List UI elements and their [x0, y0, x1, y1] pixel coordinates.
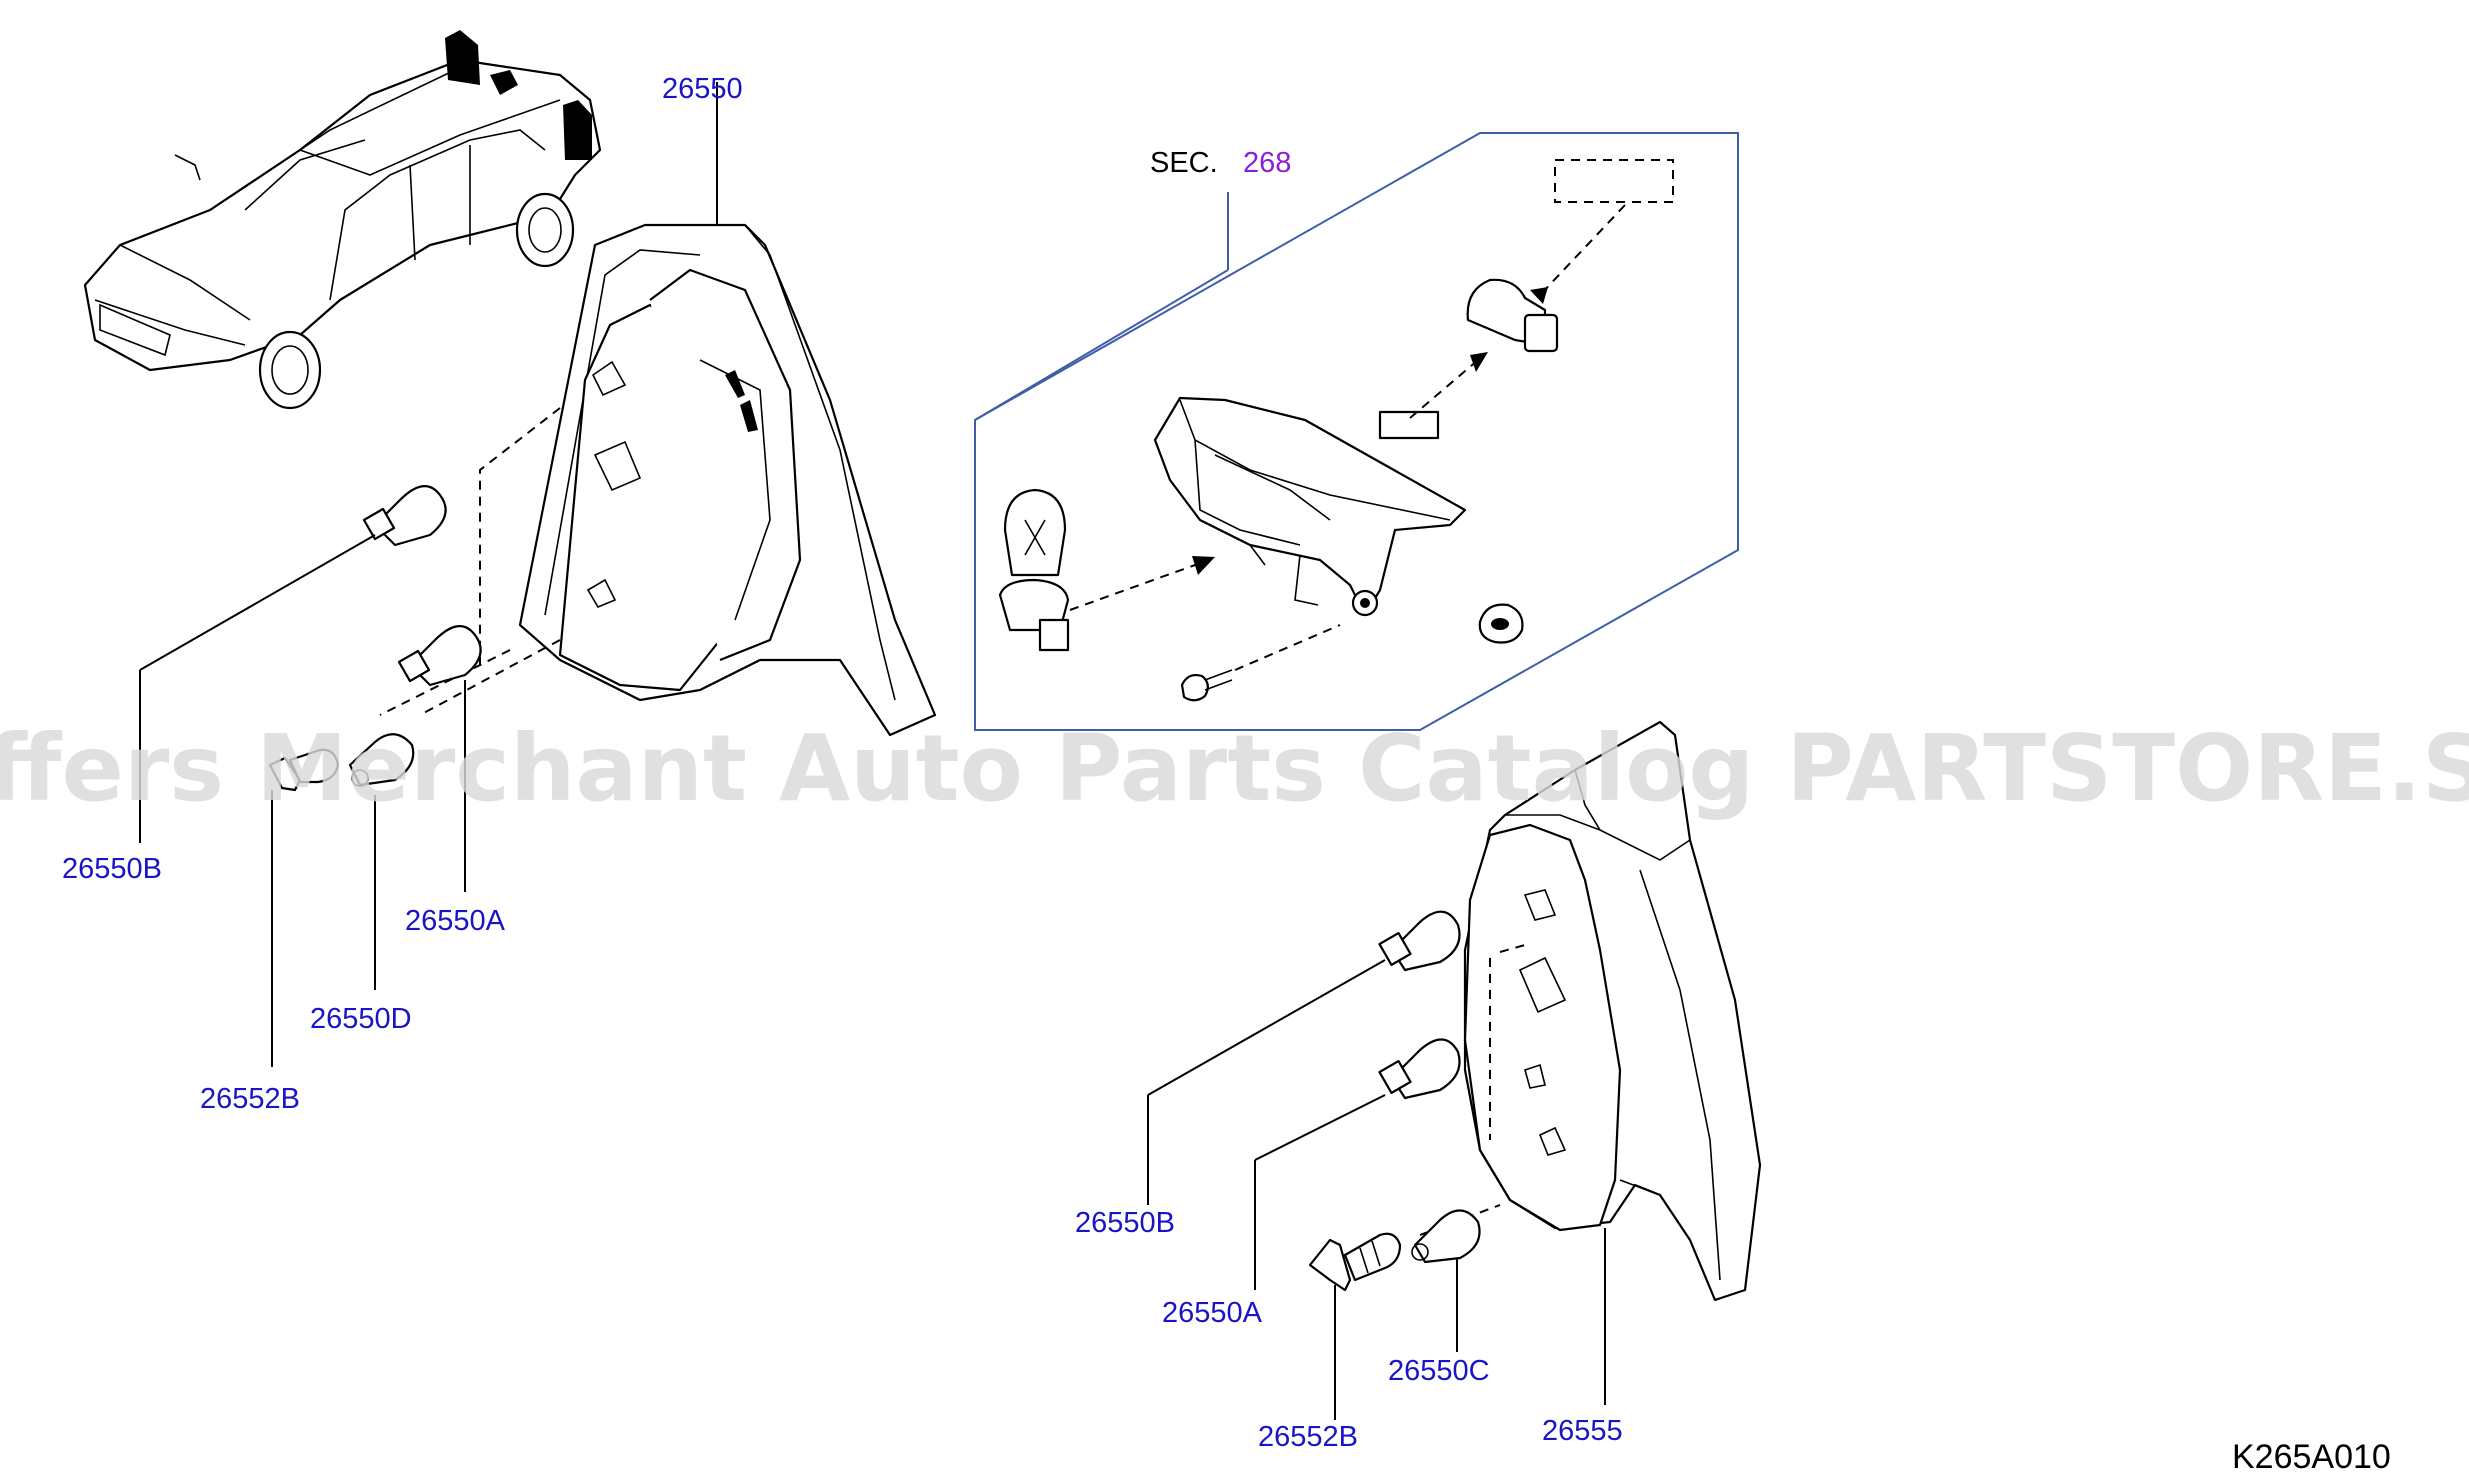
bulb-festoon-section[interactable]	[998, 488, 1070, 652]
part-label-26550d-left[interactable]: 26550D	[310, 1003, 412, 1035]
section-268-leader	[974, 269, 1229, 421]
drawing-code: K265A010	[2232, 1438, 2391, 1476]
bulb-26550b-left[interactable]	[362, 485, 447, 547]
bulb-26550d-left[interactable]	[348, 733, 415, 787]
license-plate-lamp-assembly[interactable]	[1153, 396, 1467, 617]
part-label-26552b-right[interactable]: 26552B	[1258, 1421, 1358, 1453]
section-number-link[interactable]: 268	[1243, 147, 1291, 179]
part-label-26550a-right[interactable]: 26550A	[1162, 1297, 1263, 1329]
bulb-26550a-left[interactable]	[397, 625, 482, 687]
leader-line	[1254, 1094, 1386, 1161]
leader-line	[139, 534, 376, 671]
assembly-guide-lines	[1234, 624, 1341, 671]
socket-26552b-right[interactable]	[1308, 1232, 1402, 1292]
assembly-guide-lines	[1419, 944, 1526, 1236]
bulb-26550a-right[interactable]	[1378, 1038, 1461, 1100]
part-label-26550b-left[interactable]: 26550B	[62, 853, 162, 885]
assembly-guide-lines	[1069, 564, 1196, 611]
section-268-callout-box	[974, 132, 1739, 731]
assembly-guide-lines	[1539, 204, 1626, 296]
section-prefix: SEC.	[1150, 147, 1218, 179]
part-label-26550c-right[interactable]: 26550C	[1388, 1355, 1490, 1387]
leader-line	[1147, 959, 1386, 1096]
part-label-26555[interactable]: 26555	[1542, 1415, 1623, 1447]
bulb-26550c-right[interactable]	[1411, 1209, 1481, 1264]
right-tail-lamp[interactable]	[1463, 720, 1762, 1302]
part-label-26552b-left[interactable]: 26552B	[200, 1083, 300, 1115]
bulb-wedge-section[interactable]	[1466, 278, 1559, 353]
assembly-guide-lines	[379, 407, 561, 716]
grommet-section[interactable]	[1478, 603, 1524, 644]
lens-marker	[1378, 410, 1440, 440]
left-tail-lamp[interactable]	[518, 223, 937, 737]
screw-section[interactable]	[1180, 669, 1233, 702]
part-label-26550a-left[interactable]: 26550A	[405, 905, 506, 937]
socket-26552b-left[interactable]	[268, 748, 340, 792]
alternate-part-outline	[1554, 159, 1674, 203]
vehicle-illustration	[83, 30, 602, 410]
watermark-text: Offers Merchant Auto Parts Catalog PARTS…	[0, 715, 2469, 822]
bulb-26550b-right[interactable]	[1378, 910, 1461, 972]
assembly-guide-lines	[1409, 359, 1479, 419]
part-label-26550[interactable]: 26550	[662, 73, 743, 105]
part-label-26550b-right[interactable]: 26550B	[1075, 1207, 1175, 1239]
